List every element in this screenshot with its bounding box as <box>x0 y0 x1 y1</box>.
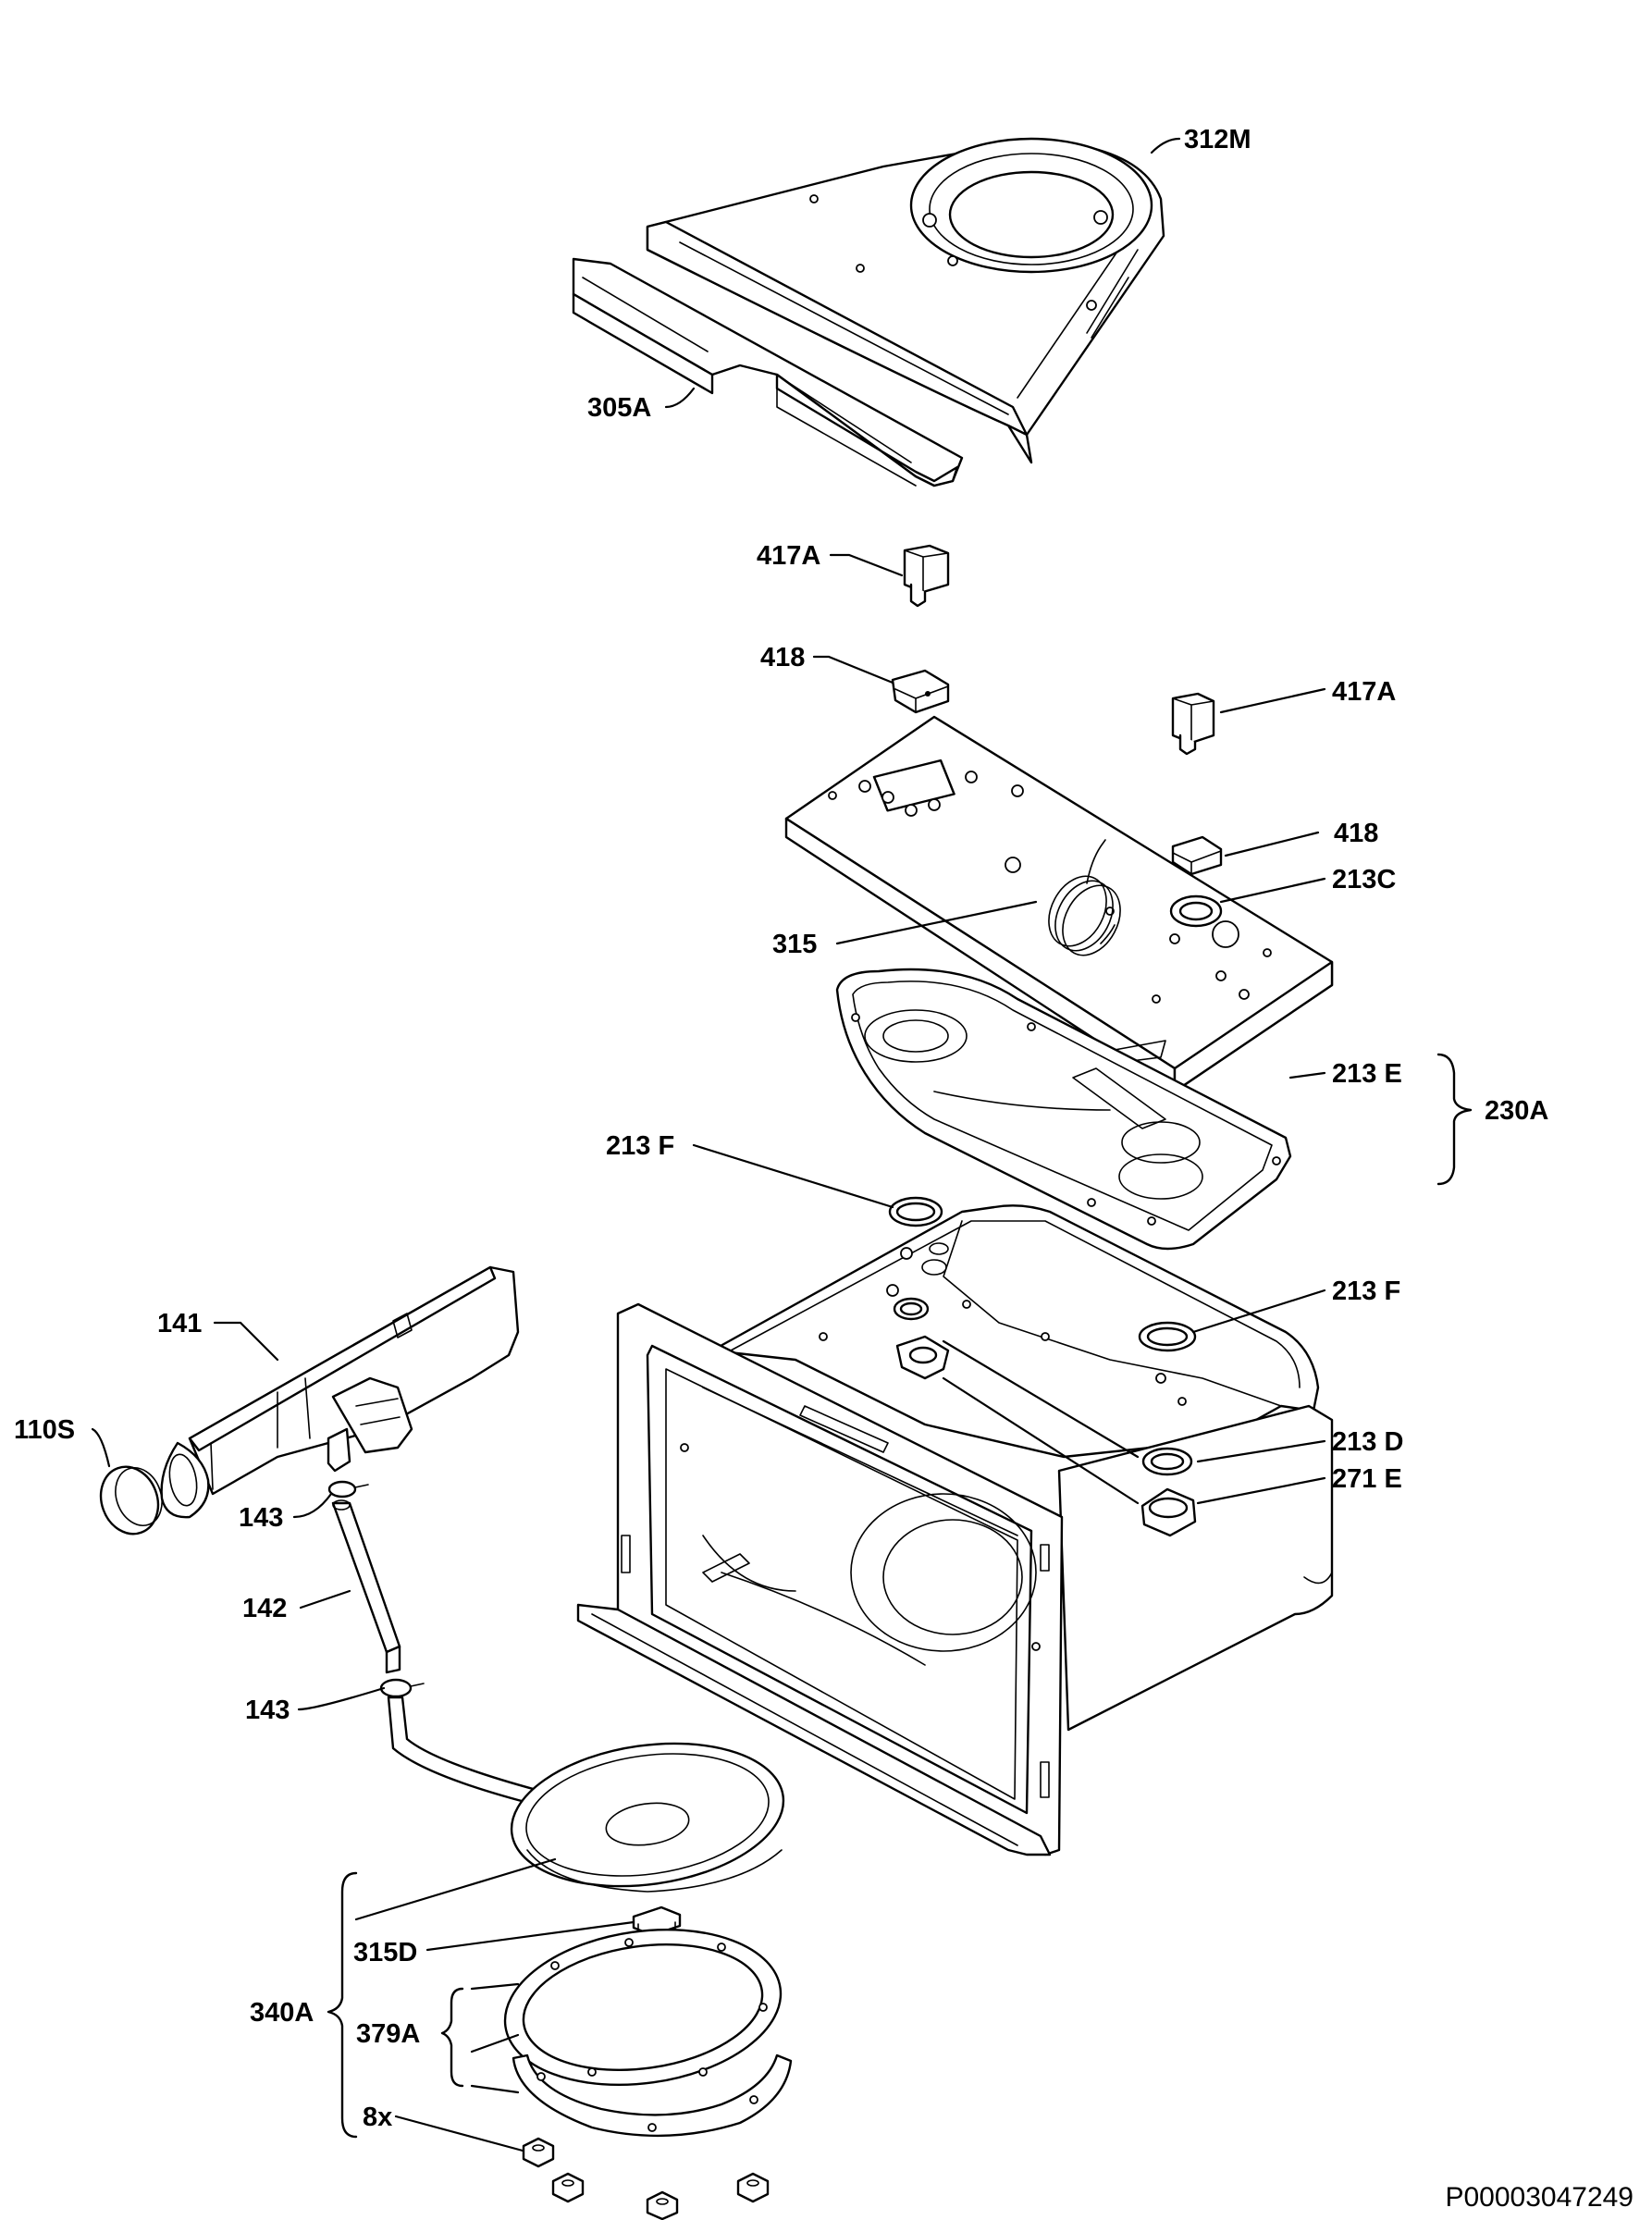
part-213e-gasket-tray <box>835 968 1292 1251</box>
label-340a: 340A <box>250 1998 314 2028</box>
part-110s-cap <box>99 1465 163 1536</box>
part-141-steam-duct <box>160 1265 520 1519</box>
brace-340a <box>327 1871 358 2139</box>
part-312m-fan-cover <box>646 137 1165 464</box>
label-213f-left: 213 F <box>606 1131 674 1161</box>
label-8x: 8x <box>363 2103 392 2132</box>
label-315: 315 <box>772 930 817 959</box>
label-305a: 305A <box>587 393 651 423</box>
part-315d-sensor <box>632 1906 682 1937</box>
part-213f-seal-right <box>1138 1321 1197 1352</box>
label-143-bottom: 143 <box>245 1696 290 1725</box>
label-417a-top: 417A <box>757 541 820 571</box>
label-230a: 230A <box>1485 1096 1548 1126</box>
part-drip-dish <box>510 1742 785 1893</box>
label-417a-right: 417A <box>1332 677 1396 707</box>
brace-230a <box>1436 1053 1473 1186</box>
callout-labels: 312M 305A 417A 418 417A 418 213C 315 213… <box>14 125 1634 2213</box>
label-141: 141 <box>157 1309 202 1338</box>
part-418-connector-top <box>891 669 950 714</box>
brace-379a <box>440 1987 464 2088</box>
part-142-hose <box>331 1499 538 1806</box>
label-418-top: 418 <box>760 643 805 672</box>
label-213c: 213C <box>1332 865 1396 894</box>
label-315d: 315D <box>353 1938 417 1967</box>
part-305a-front-channel <box>572 257 964 487</box>
part-418-connector-right <box>1171 835 1223 876</box>
part-417a-switch-top <box>903 544 950 608</box>
part-8x-nuts <box>522 2137 770 2220</box>
part-143-clip-upper <box>327 1480 369 1498</box>
part-379a-ring <box>503 1928 783 2087</box>
label-142: 142 <box>242 1594 287 1623</box>
label-213d: 213 D <box>1332 1427 1403 1457</box>
label-271e: 271 E <box>1332 1464 1402 1494</box>
leader-lines <box>91 137 1326 2152</box>
part-213c-grommet <box>1169 894 1223 928</box>
part-oven-cavity <box>576 1204 1334 1856</box>
label-379a: 379A <box>356 2019 420 2049</box>
part-271e-flange <box>1140 1487 1197 1537</box>
part-213d-gasket <box>1141 1447 1193 1476</box>
part-143-clip-lower <box>379 1678 425 1698</box>
part-315-wire-harness <box>1048 839 1121 956</box>
label-213f-right: 213 F <box>1332 1276 1400 1306</box>
label-143-top: 143 <box>239 1503 283 1533</box>
part-417a-switch-right <box>1171 692 1215 756</box>
label-312m: 312M <box>1184 125 1251 154</box>
label-418-right: 418 <box>1334 819 1378 848</box>
part-lower-plate <box>512 2054 793 2138</box>
label-213e: 213 E <box>1332 1059 1402 1089</box>
part-flange-gasket-upper <box>893 1297 950 1380</box>
part-213f-seal-left <box>888 1196 943 1227</box>
label-110s: 110S <box>14 1415 75 1445</box>
document-code: P00003047249 <box>1445 2182 1634 2213</box>
